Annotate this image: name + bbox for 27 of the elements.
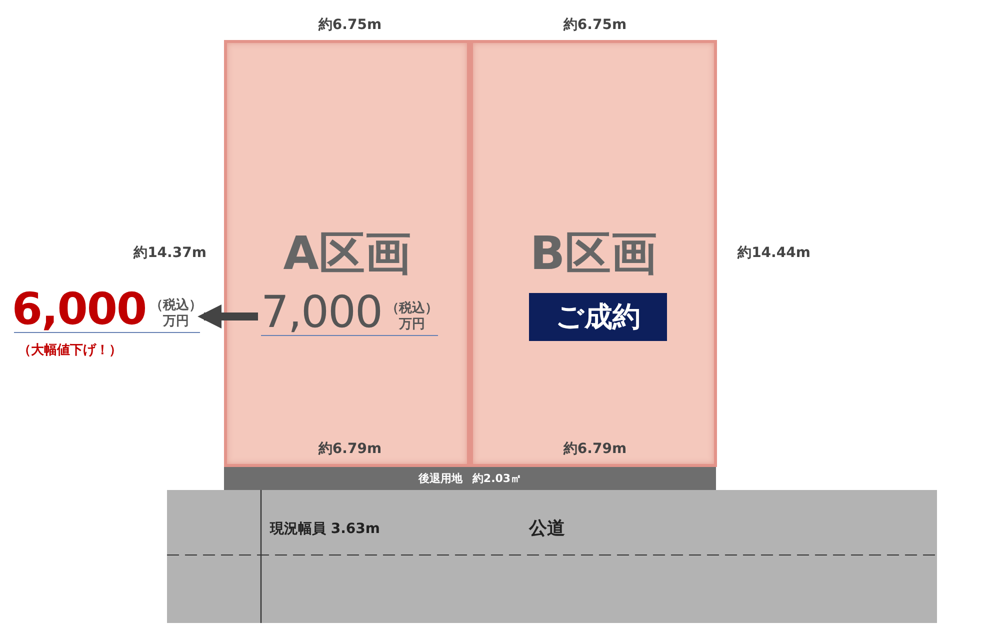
setback-strip <box>224 467 716 490</box>
road-width-label: 現況幅員 3.63m <box>270 520 380 538</box>
dimension-label: 約6.75m <box>317 16 383 34</box>
unit-text: 万円 <box>163 314 190 330</box>
unit-text: 万円 <box>398 317 425 333</box>
price-text <box>261 291 438 336</box>
dimension-label: 約14.37m <box>132 244 208 262</box>
dimension-label: 約6.79m <box>562 440 628 458</box>
dimension-label: 約6.75m <box>562 16 628 34</box>
dimension-label: 約6.79m <box>317 440 383 458</box>
lot-title: B区画 <box>528 225 658 282</box>
setback-label: 後退用地 <box>418 471 462 486</box>
road-label: 公道 <box>529 517 565 540</box>
price-text <box>14 288 200 333</box>
lot-parcel <box>470 40 717 467</box>
dimension-label: 約14.44m <box>736 244 812 262</box>
arrow <box>198 304 258 328</box>
tax-note: （税込） <box>150 298 202 314</box>
price-number: 7,000 <box>261 291 382 335</box>
price-note: （大幅値下げ！） <box>18 342 122 359</box>
sold-badge: ご成約 <box>529 293 667 341</box>
setback-label: 約2.03㎡ <box>472 471 522 486</box>
tax-note: （税込） <box>386 301 438 317</box>
price-number: 6,000 <box>12 288 146 332</box>
road-area <box>167 490 937 623</box>
lot-parcel <box>224 40 470 467</box>
lot-title: A区画 <box>282 225 412 282</box>
